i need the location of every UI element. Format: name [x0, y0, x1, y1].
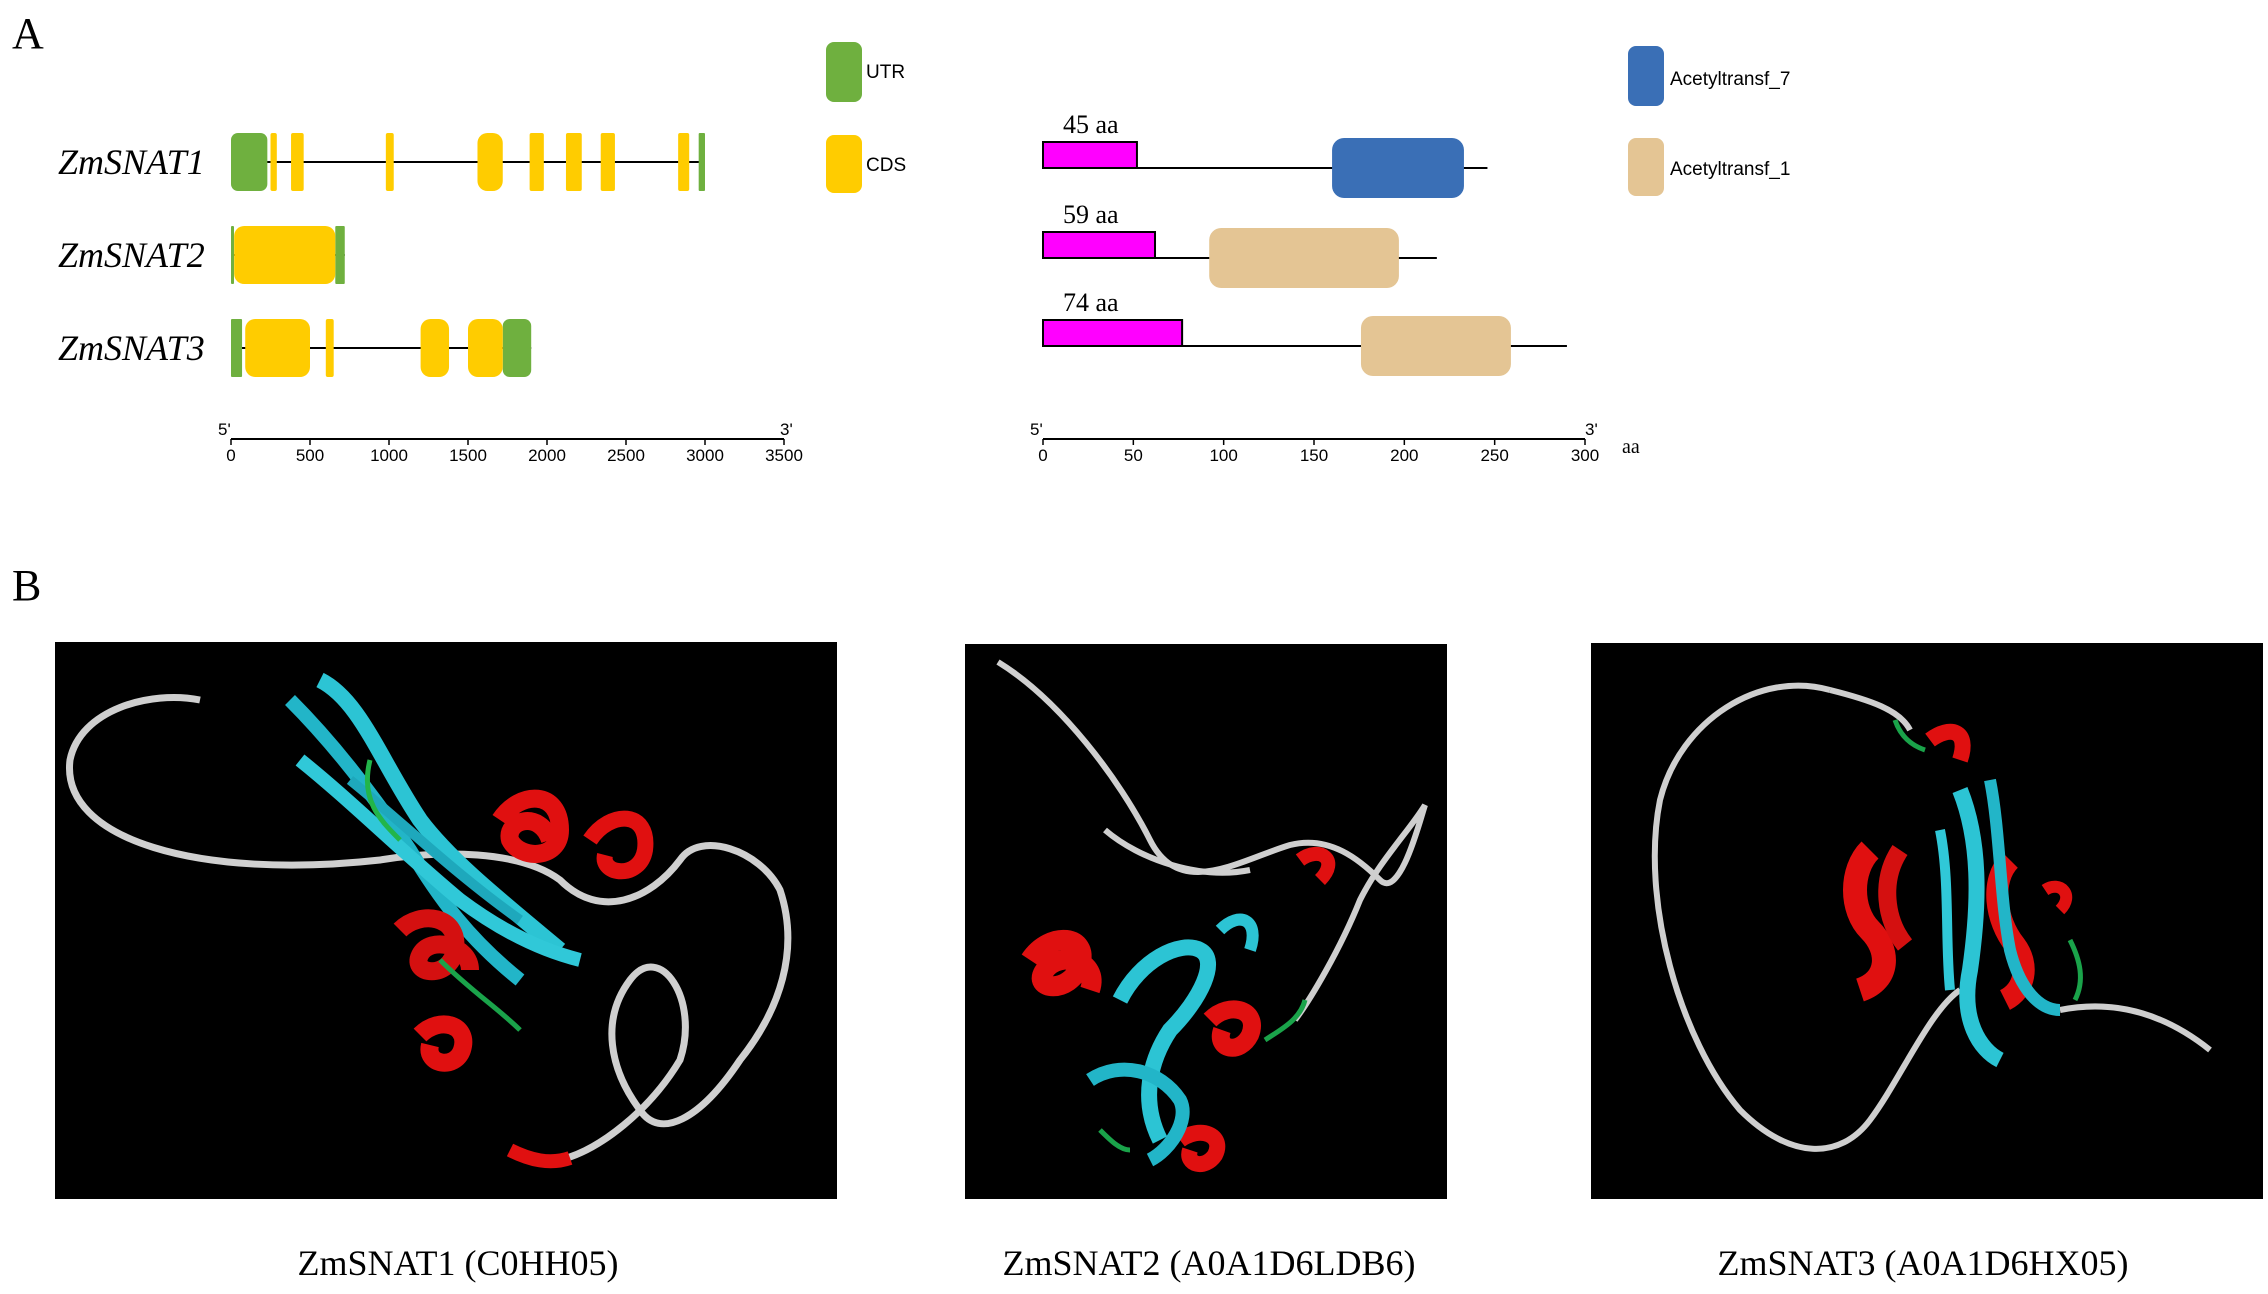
- protein-legend: Acetyltransf_7 Acetyltransf_1: [1628, 46, 1790, 196]
- cds-segment: [234, 226, 336, 284]
- gene-axis-tick-label: 3500: [765, 446, 803, 465]
- acetyltransf7-legend-swatch: [1628, 46, 1664, 106]
- panel-a-label: A: [12, 9, 44, 58]
- signal-peptide-label: 74 aa: [1063, 288, 1119, 317]
- signal-peptide: [1042, 231, 1157, 259]
- gene-legend: UTR CDS: [826, 42, 906, 193]
- protein-domain: [1332, 138, 1464, 198]
- signal-peptide-label: 45 aa: [1063, 110, 1119, 139]
- gene-axis-tick-label: 500: [296, 446, 324, 465]
- structure-1-caption: ZmSNAT1 (C0HH05): [298, 1243, 619, 1283]
- protein-axis-tick-label: 50: [1124, 446, 1143, 465]
- cds-segment: [565, 133, 582, 191]
- utr-segment: [698, 133, 705, 191]
- utr-segment: [231, 226, 234, 284]
- protein-axis-tick-label: 0: [1038, 446, 1047, 465]
- protein-axis-tick-label: 100: [1209, 446, 1237, 465]
- utr-legend-label: UTR: [866, 62, 905, 83]
- gene-axis-tick-label: 1000: [370, 446, 408, 465]
- cds-segment: [468, 319, 503, 377]
- protein-domain: [1209, 228, 1399, 288]
- gene-axis-tick-label: 1500: [449, 446, 487, 465]
- signal-peptide: [1042, 141, 1138, 169]
- structure-2-panel: ZmSNAT2 (A0A1D6LDB6): [965, 644, 1447, 1283]
- panel-b-label: B: [12, 561, 41, 610]
- cds-segment: [477, 133, 503, 191]
- protein-axis-tick-label: 250: [1480, 446, 1508, 465]
- gene-scale-axis: 0 500 1000 1500 2000 2500 3000 3500 5' 3': [218, 420, 803, 465]
- utr-segment: [502, 319, 532, 377]
- structure-1-ribbon: [66, 672, 792, 1169]
- protein-axis-end-label: 3': [1585, 420, 1598, 439]
- cds-segment: [678, 133, 690, 191]
- protein-axis-tick-label: 150: [1300, 446, 1328, 465]
- cds-segment: [245, 319, 310, 377]
- cds-segment: [420, 319, 450, 377]
- protein-structure-diagram: 45 aa 59 aa 74 aa: [1042, 110, 1567, 376]
- protein-scale-axis: 0 50 100 150 200 250 300 5' 3' aa: [1030, 420, 1640, 465]
- structure-2-caption: ZmSNAT2 (A0A1D6LDB6): [1003, 1243, 1416, 1283]
- utr-segment: [231, 133, 268, 191]
- cds-segment: [270, 133, 277, 191]
- protein-domain: [1360, 316, 1511, 376]
- cds-segment: [385, 133, 394, 191]
- signal-peptide-label: 59 aa: [1063, 200, 1119, 229]
- acetyltransf1-legend-label: Acetyltransf_1: [1670, 159, 1790, 180]
- protein-axis-start-label: 5': [1030, 420, 1043, 439]
- utr-segment: [335, 226, 345, 284]
- utr-segment: [231, 319, 243, 377]
- gene-axis-tick-label: 3000: [686, 446, 724, 465]
- cds-legend-label: CDS: [866, 155, 906, 176]
- protein-axis-tick-label: 200: [1390, 446, 1418, 465]
- gene-name-1: ZmSNAT1: [58, 142, 205, 182]
- structure-2-ribbon: [996, 659, 1428, 1172]
- gene-axis-end-label: 3': [780, 420, 793, 439]
- gene-axis-tick-label: 2500: [607, 446, 645, 465]
- protein-axis-unit: aa: [1622, 436, 1640, 458]
- gene-name-2: ZmSNAT2: [58, 235, 205, 275]
- acetyltransf1-legend-swatch: [1628, 138, 1664, 196]
- gene-axis-start-label: 5': [218, 420, 231, 439]
- structure-3-image: [1591, 643, 2263, 1199]
- structure-3-ribbon: [1651, 682, 2212, 1152]
- structure-2-image: [965, 644, 1447, 1199]
- structure-1-panel: ZmSNAT1 (C0HH05): [55, 642, 837, 1283]
- gene-axis-tick-label: 0: [226, 446, 235, 465]
- cds-segment: [529, 133, 544, 191]
- protein-axis-tick-label: 300: [1571, 446, 1599, 465]
- structure-3-caption: ZmSNAT3 (A0A1D6HX05): [1718, 1243, 2129, 1283]
- cds-segment: [600, 133, 615, 191]
- gene-axis-tick-label: 2000: [528, 446, 566, 465]
- cds-segment: [325, 319, 334, 377]
- structure-3-panel: ZmSNAT3 (A0A1D6HX05): [1591, 643, 2263, 1283]
- gene-name-3: ZmSNAT3: [58, 328, 205, 368]
- cds-segment: [291, 133, 304, 191]
- signal-peptide: [1042, 319, 1184, 347]
- utr-legend-swatch: [826, 42, 862, 102]
- cds-legend-swatch: [826, 135, 862, 193]
- acetyltransf7-legend-label: Acetyltransf_7: [1670, 69, 1790, 90]
